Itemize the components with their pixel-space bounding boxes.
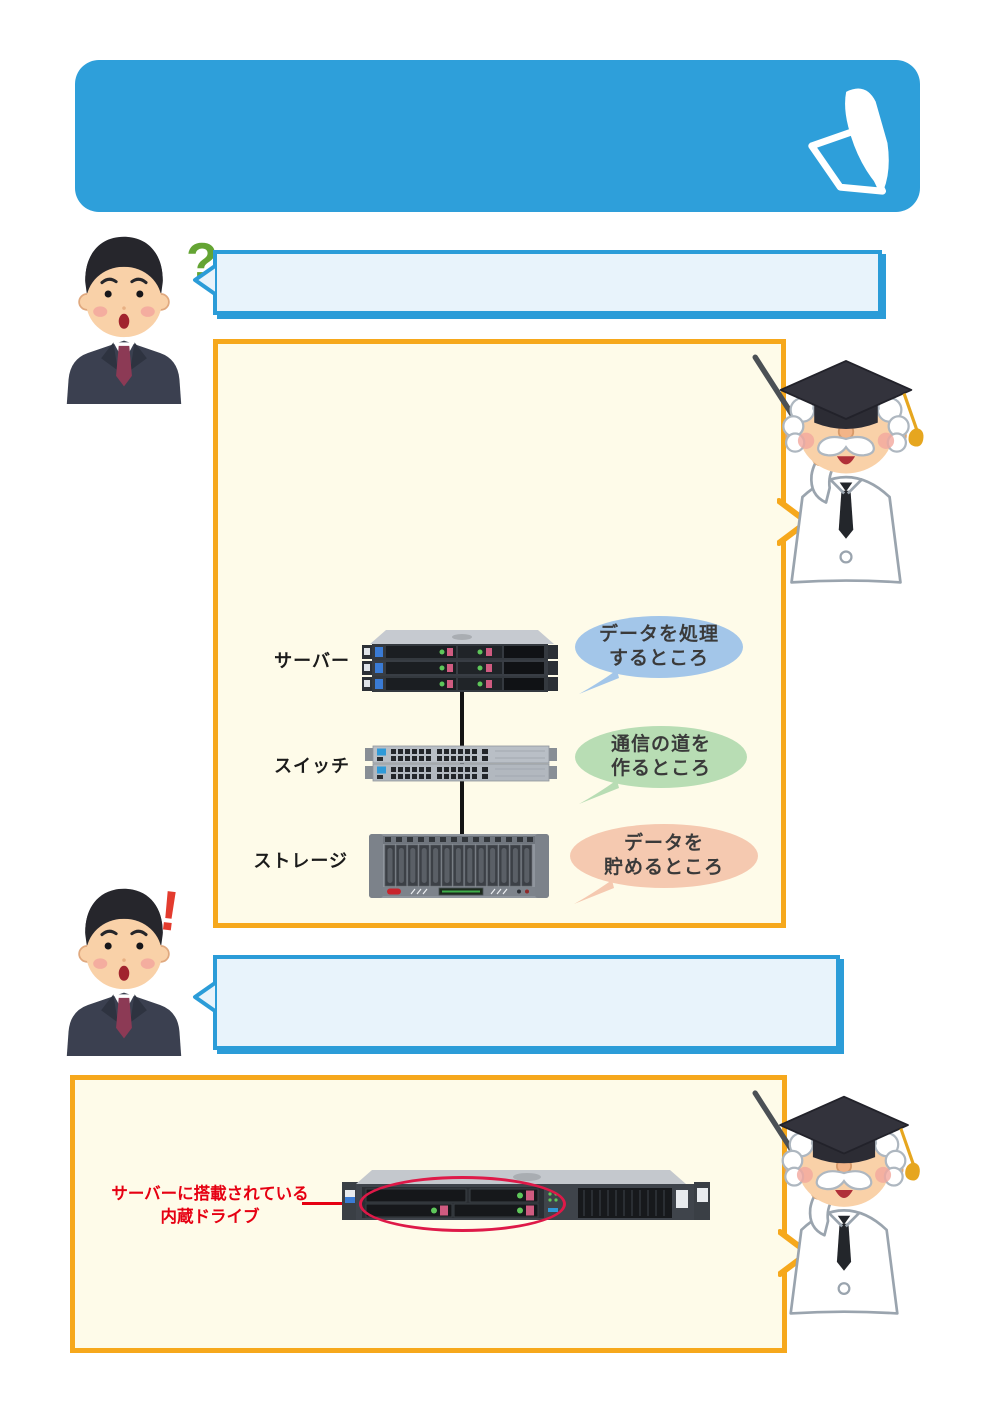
callout-server-tail	[577, 668, 619, 696]
callout-server: データを処理 するところ	[575, 616, 743, 678]
callout-switch: 通信の道を 作るところ	[575, 726, 747, 788]
speech-bubble-reaction	[213, 955, 840, 1050]
questioner-illustration	[58, 228, 190, 404]
switch-image	[365, 745, 557, 783]
callout-switch-tail	[577, 778, 619, 806]
callout-server-line2: するところ	[608, 648, 709, 669]
callout-storage: データを 貯めるところ	[570, 824, 758, 888]
speech-bubble-tail	[191, 981, 217, 1013]
title-banner	[75, 60, 920, 212]
label-switch: スイッチ	[274, 756, 350, 776]
storage-image	[361, 832, 557, 902]
callout-switch-line1: 通信の道を	[610, 734, 711, 755]
annotation-pointer-line	[302, 1202, 358, 1205]
server-image	[362, 628, 558, 694]
annotation-line1: サーバーに搭載されている	[111, 1185, 309, 1203]
highlight-ellipse	[359, 1176, 566, 1232]
annotation-line2: 内蔵ドライブ	[160, 1208, 260, 1226]
label-server: サーバー	[274, 651, 350, 671]
speech-bubble-tail	[191, 264, 217, 296]
callout-storage-line1: データを	[623, 833, 704, 854]
speech-bubble-question	[213, 250, 882, 315]
callout-switch-line2: 作るところ	[610, 758, 711, 779]
professor-illustration	[746, 350, 946, 586]
professor-illustration	[746, 1086, 942, 1317]
annotation-label: サーバーに搭載されている 内蔵ドライブ	[105, 1183, 315, 1229]
open-book-icon	[797, 82, 915, 200]
label-storage: ストレージ	[253, 851, 348, 871]
callout-storage-tail	[572, 878, 614, 906]
callout-storage-line2: 貯めるところ	[603, 857, 724, 878]
callout-server-line1: データを処理	[598, 624, 719, 645]
